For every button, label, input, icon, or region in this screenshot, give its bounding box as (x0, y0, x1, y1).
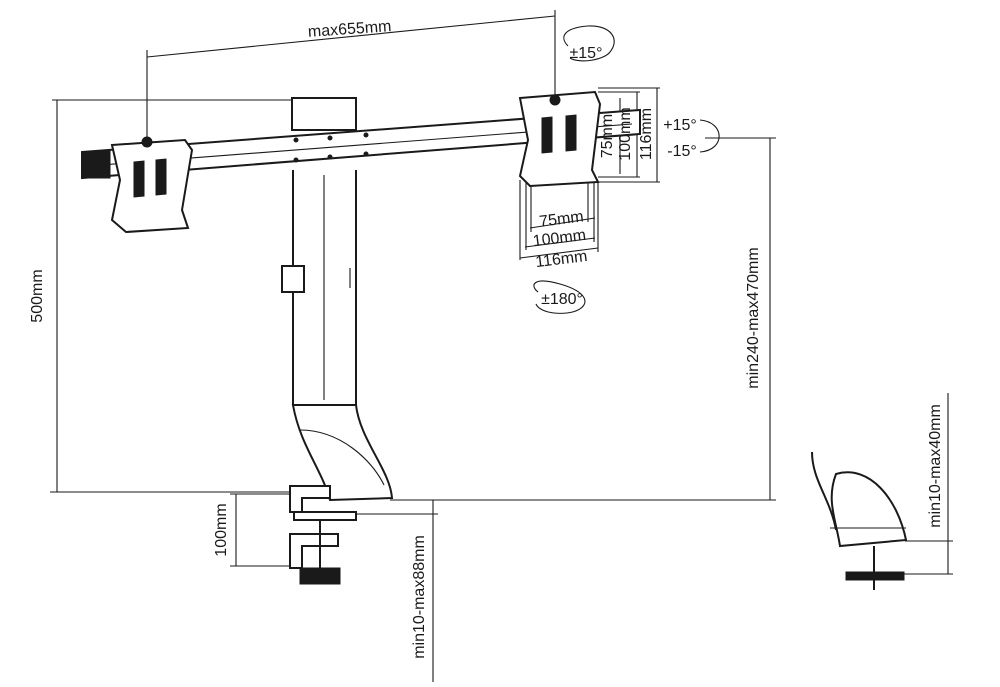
tilt-icon (699, 119, 720, 153)
label-vesa-v-116: 116mm (638, 108, 655, 160)
rotation-arrows (533, 25, 720, 314)
label-width-max: max655mm (307, 18, 392, 41)
grommet-detail (811, 451, 908, 590)
label-vesa-h-100: 100mm (532, 227, 587, 250)
dimension-lines (50, 10, 953, 682)
swivel-icon (563, 25, 615, 62)
arm-drawing (81, 90, 641, 585)
label-vesa-h-116: 116mm (535, 248, 589, 271)
label-vesa-v-75: 75mm (599, 114, 616, 158)
label-rotate: ±180° (541, 291, 583, 308)
rotate-icon (533, 280, 586, 314)
label-total-height: 500mm (29, 269, 46, 322)
label-tilt-up: +15° (663, 117, 697, 134)
label-pole-range: min240-max470mm (745, 247, 762, 388)
label-clamp-range: min10-max88mm (411, 535, 428, 659)
label-vesa-h-75: 75mm (538, 208, 584, 230)
label-vesa-v-100: 100mm (617, 107, 634, 160)
label-tilt-down: -15° (667, 143, 697, 160)
label-grommet-range: min10-max40mm (927, 404, 944, 528)
label-clamp-depth: 100mm (213, 503, 230, 556)
label-swivel: ±15° (570, 45, 603, 62)
